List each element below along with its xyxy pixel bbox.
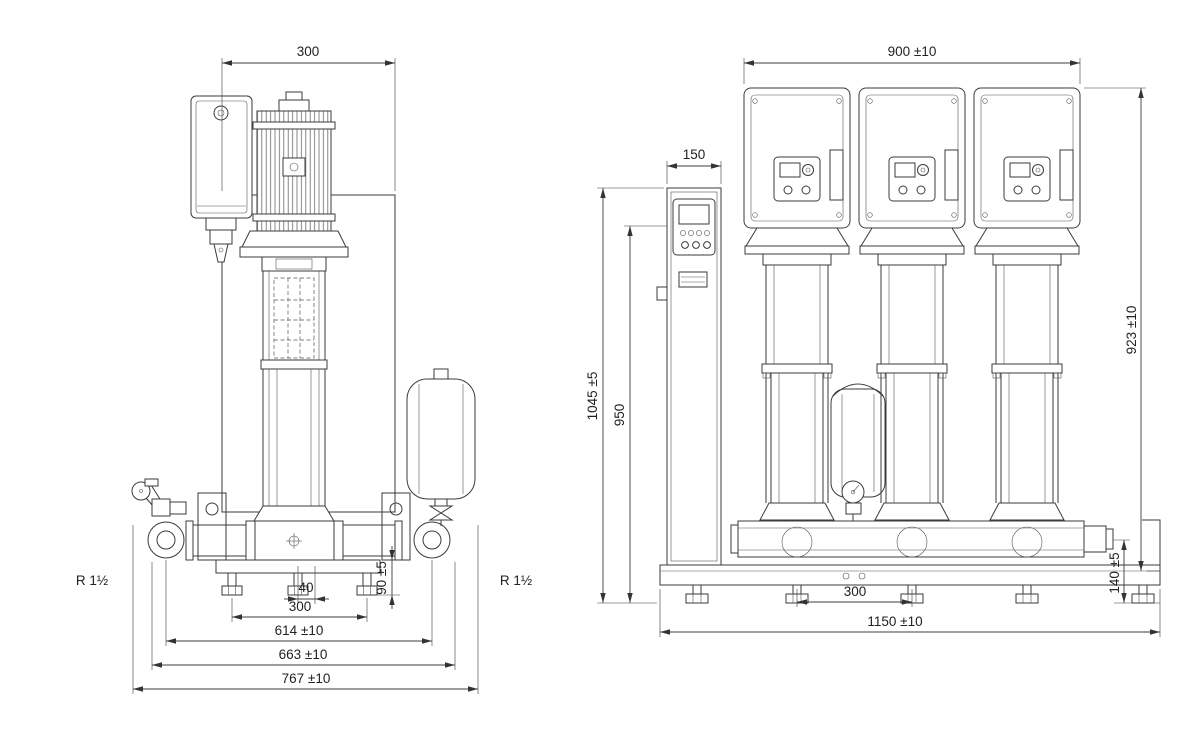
frame-foot [1015, 584, 1039, 604]
foot [221, 572, 243, 596]
control-cabinet [656, 187, 722, 566]
cable-gland [656, 286, 668, 301]
cabinet-vent [678, 271, 708, 288]
dim-label-cabinet-width: 150 [683, 147, 706, 162]
frame-foot [1131, 584, 1155, 604]
dimensions-left: 300 R 1½ R 1½ 40 90 ±5 300 614 ±10 [76, 44, 532, 694]
dim-label-top-width: 300 [297, 44, 320, 59]
pump-column [253, 256, 335, 522]
dim-label-foot-offset: 40 [298, 580, 313, 595]
valve-and-gauge [131, 478, 187, 517]
dim-label-pipe-span: 663 ±10 [279, 647, 328, 662]
base-frame [659, 564, 1161, 586]
manifold-side [147, 520, 451, 562]
frame-foot [685, 584, 709, 604]
motor-nameplate [282, 157, 306, 177]
controller-display [678, 204, 710, 225]
dim-label-overall-width-side: 767 ±10 [282, 671, 331, 686]
dim-label-manifold-height: 140 ±5 [1107, 552, 1122, 593]
dim-label-port-right: R 1½ [500, 573, 532, 588]
dim-label-pump-height: 923 ±10 [1124, 306, 1139, 355]
end-bracket [1142, 519, 1161, 565]
diaphragm-tank-side [406, 368, 476, 526]
tank-valve [428, 505, 454, 521]
chamber-stack-hidden [273, 277, 315, 359]
dim-label-overall-width-front: 1150 ±10 [867, 614, 922, 629]
dim-label-cabinet-height: 950 [612, 404, 627, 427]
dim-label-overall-height: 1045 ±5 [585, 372, 600, 421]
dim-label-port-span: 614 ±10 [275, 623, 324, 638]
manifold-front [730, 520, 1114, 558]
dim-label-pump-group-width: 900 ±10 [888, 44, 937, 59]
suction-port [147, 521, 185, 559]
right-view: 900 ±10 150 1045 ±5 950 923 ±10 140 ±5 [585, 44, 1161, 637]
dimensions-right: 900 ±10 150 1045 ±5 950 923 ±10 140 ±5 [585, 44, 1161, 637]
dim-label-port-left: R 1½ [76, 573, 108, 588]
left-view: 300 R 1½ R 1½ 40 90 ±5 300 614 ±10 [76, 44, 532, 694]
dim-label-foot-span: 300 [289, 599, 312, 614]
dim-label-pump-spacing: 300 [844, 584, 867, 599]
controller-panel [672, 198, 716, 256]
motor [239, 91, 349, 258]
pump-assembly-3 [973, 87, 1081, 558]
dim-label-base-height: 90 ±5 [374, 561, 389, 595]
discharge-port [413, 521, 451, 559]
diaphragm-tank-front [830, 383, 886, 521]
terminal-box [190, 95, 253, 263]
mounting-brackets [197, 492, 411, 561]
